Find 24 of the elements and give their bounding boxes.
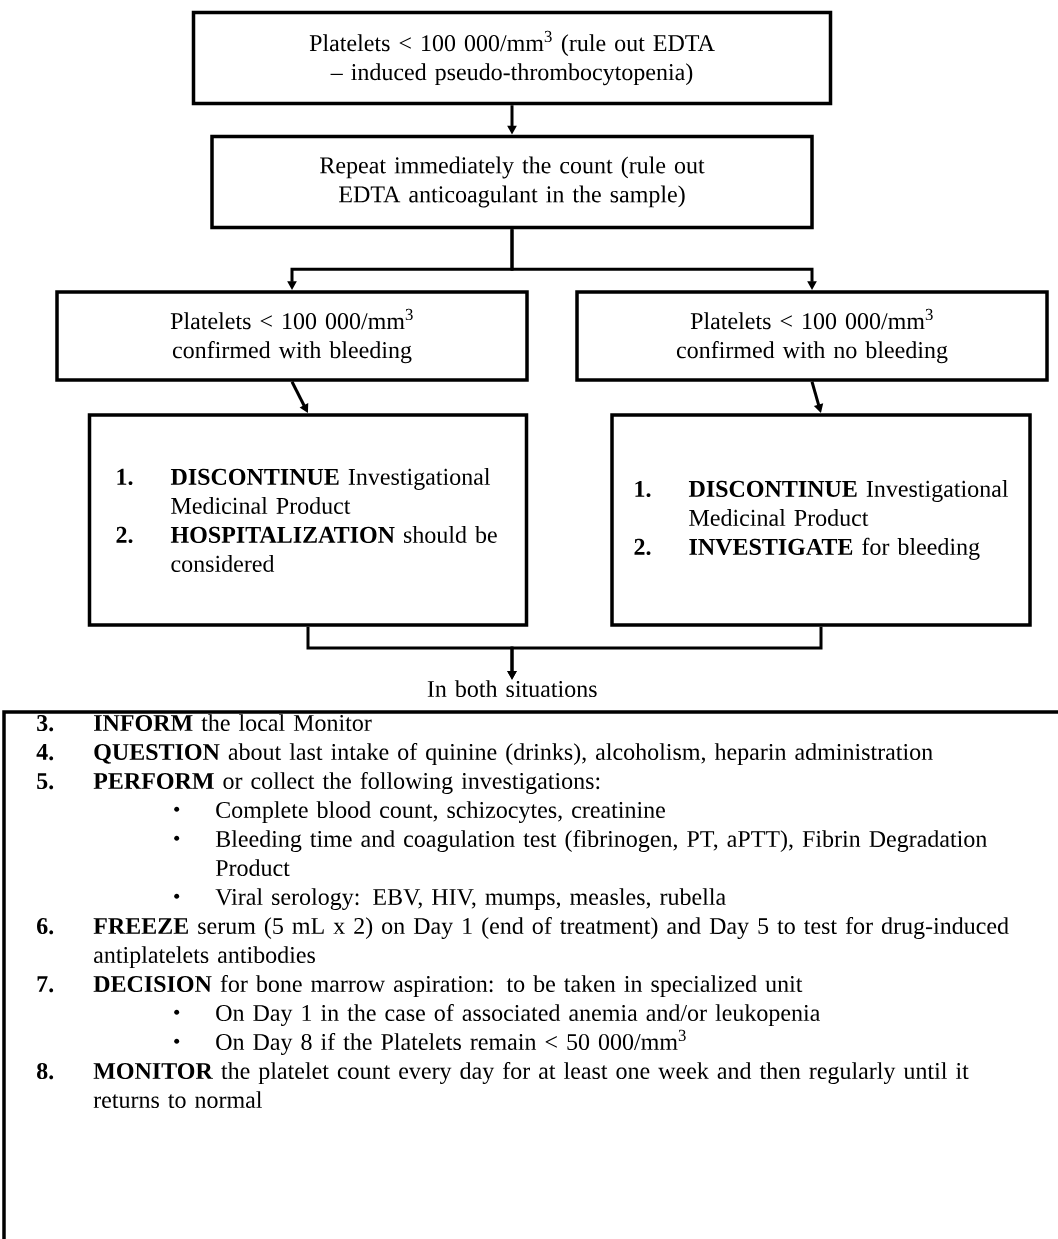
node-label: Bleeding time and coagulation test (fibrinogen, PT, aPTT), Fibrin Degradation Product — [215, 829, 987, 877]
action-box: 1. DISCONTINUE Investigational Medicinal Product 2. INVESTIGATE for bleeding — [610, 413, 1032, 627]
node-label: In both situations — [427, 680, 597, 698]
process-box: Platelets < 100 000/mm$^{3}$ confirmed with bleeding — [55, 290, 529, 382]
process-box: Repeat immediately the count (rule out EDTA anticoagulant in the sample) — [210, 134, 814, 230]
node-label: 8. — [37, 1062, 54, 1080]
node-label: INFORM the local Monitor — [94, 714, 372, 732]
node-label: QUESTION about last intake of quinine (drinks), alcoholism, heparin administration — [94, 742, 933, 765]
node-label: On Day 1 in the case of associated anemia and/or leukopenia — [216, 1003, 821, 1027]
node-label: 5. — [37, 773, 54, 790]
node-label: Viral serology: EBV, HIV, mumps, measles, rubella — [215, 888, 726, 911]
node-label: MONITOR the platelet count every day for at least one week and then regularly until it returns to normal — [93, 1061, 969, 1109]
node-label: 3. — [37, 714, 54, 732]
node-label: PERFORM or collect the following investigations: — [93, 771, 600, 795]
node-label: DECISION for bone marrow aspiration: to be taken in specialized unit — [93, 974, 803, 997]
node-label: 4. — [36, 744, 54, 761]
instruction-box: In both situations 3. INFORM the local Monitor 4. QUESTION about last intake of quinine (drinks), alcoholism, heparin administration 5. PERFORM or collect the following investigations: Complete blood count, schizocytes, creatinine Bleeding time and coagulation test (fibrinogen, PT, aPTT), Fibrin Degradation Product Viral serology: EBV, HIV, mumps, measles, rubella 6. FREEZE serum (5 mL x 2) on Day 1 (end of treatment) and Day 5 to test for drug-induced antiplatelets antibodies 7. DECISION for bone marrow aspiration: to be taken in specialized unit On Day 1 in the case of associated anemia and/or leukopenia On Day 8 if the Platelets remain < 50 000/mm$^{3}$ 8. MONITOR the platelet count every day for at least one week and then regularly until it returns to normal — [2, 680, 1058, 1239]
process-box: Platelets < 100 000/mm$^{3}$ (rule out EDTA – induced pseudo-thrombocytopenia) — [191, 10, 833, 106]
node-label: Complete blood count, schizocytes, creatinine — [216, 801, 665, 824]
node-label: 6. — [37, 917, 54, 935]
node-label: On Day 8 if the Platelets remain < 50 000/mm$^{3}$ — [216, 1029, 686, 1056]
node-label: 7. — [37, 976, 54, 993]
action-box: 1. DISCONTINUE Investigational Medicinal Product 2. HOSPITALIZATION should be considered — [87, 413, 529, 627]
process-box: Platelets < 100 000/mm$^{3}$ confirmed with no bleeding — [575, 290, 1049, 382]
